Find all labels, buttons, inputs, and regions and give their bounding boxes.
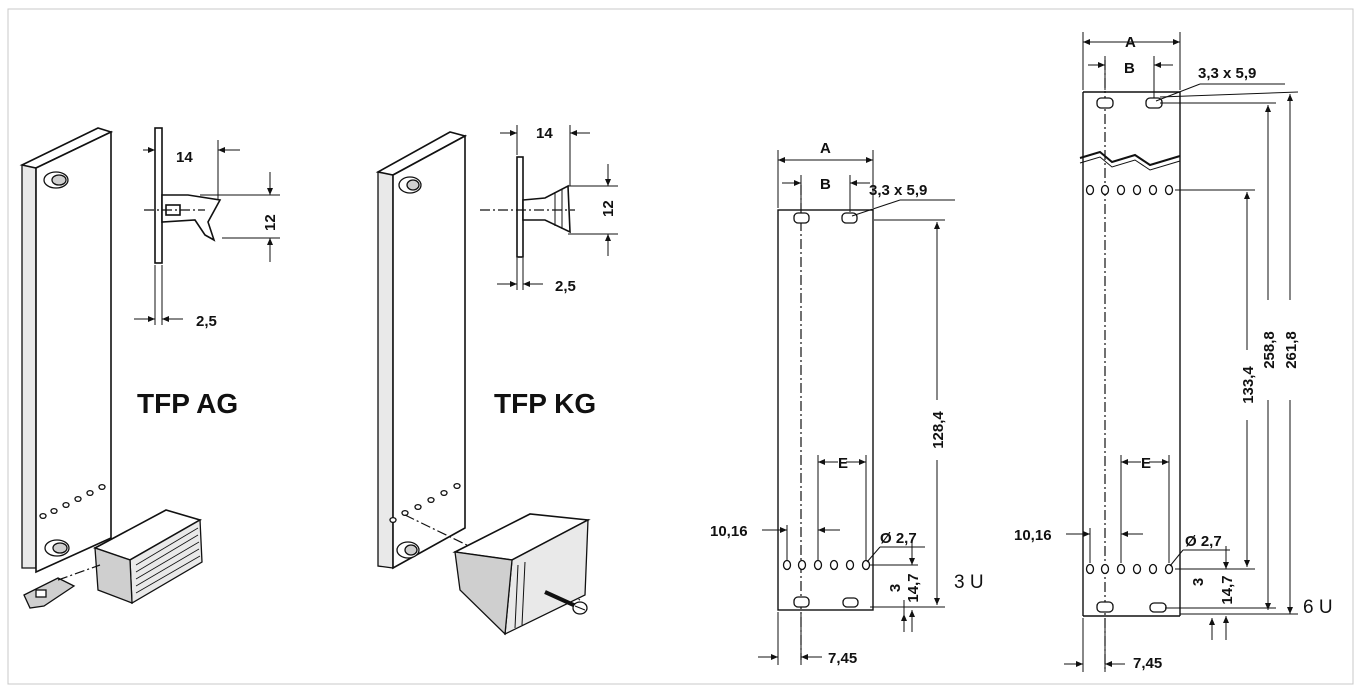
kg-dim-12: 12	[600, 200, 617, 217]
ag-assembly-line	[57, 564, 101, 581]
ag-dim-2-5: 2,5	[196, 313, 217, 330]
tfp-kg-profile	[480, 125, 618, 290]
u3-dim-14-7: 14,7	[905, 573, 922, 602]
panel-6u-front-view	[1064, 32, 1299, 672]
tfp-kg-label: TFP KG	[494, 388, 596, 419]
u3-slot-size: 3,3 x 5,9	[869, 182, 927, 199]
u6-dim-dia-2-7: Ø 2,7	[1185, 533, 1222, 550]
u6-dim-261-8: 261,8	[1283, 331, 1300, 369]
u3-dim-10-16: 10,16	[710, 523, 748, 540]
ag-handle-ribs	[135, 527, 201, 594]
u6-dim-b: B	[1124, 60, 1135, 77]
u3-dim-dia-2-7: Ø 2,7	[880, 530, 917, 547]
u3-dim-b: B	[820, 176, 831, 193]
panel-3u-front-view	[758, 150, 955, 665]
u3-dim-e: E	[838, 455, 848, 472]
panel-6u-lower-hole-row	[1085, 563, 1174, 575]
ag-handle-side	[94, 547, 133, 604]
panel-3u-hole-row	[782, 559, 871, 571]
kg-dim-14: 14	[536, 125, 553, 142]
tfp-ag-label: TFP AG	[137, 388, 238, 419]
tfp-ag-panel-drawing	[19, 127, 203, 609]
kg-handle-side	[454, 551, 513, 636]
u3-dim-a: A	[820, 140, 831, 157]
tfp-kg-panel-drawing	[375, 131, 591, 636]
ag-profile-plate	[154, 127, 163, 264]
u6-dim-7-45: 7,45	[1133, 655, 1162, 672]
kg-screw-shaft	[544, 590, 579, 609]
u6-dim-14-7: 14,7	[1219, 575, 1236, 604]
panel-6u-upper-hole-row	[1085, 184, 1174, 196]
panel-6u-break-line	[1079, 150, 1181, 167]
ag-panel-side	[21, 161, 37, 569]
ag-bottom-screw-inner	[52, 542, 68, 554]
ag-profile-latch	[161, 194, 222, 242]
ag-top-screw-inner	[51, 174, 67, 186]
drawing-frame	[7, 8, 1354, 685]
ag-dim-14: 14	[176, 149, 193, 166]
u6-dim-10-16: 10,16	[1014, 527, 1052, 544]
u3-dim-3: 3	[887, 584, 904, 592]
kg-dim-2-5: 2,5	[555, 278, 576, 295]
u3-height-label: 3 U	[954, 572, 984, 593]
u6-dim-133-4: 133,4	[1240, 366, 1257, 404]
u6-slot-size: 3,3 x 5,9	[1198, 65, 1256, 82]
u6-dim-e: E	[1141, 455, 1151, 472]
tfp-ag-profile	[134, 127, 280, 325]
ag-clip-part	[23, 577, 76, 609]
u3-dim-128-4: 128,4	[930, 411, 947, 449]
u6-dim-258-8: 258,8	[1261, 331, 1278, 369]
panel-3u-outline	[777, 209, 874, 611]
u6-height-label: 6 U	[1303, 597, 1333, 618]
u3-dim-7-45: 7,45	[828, 650, 857, 667]
ag-panel-face	[35, 130, 112, 574]
u6-dim-3: 3	[1190, 578, 1207, 586]
ag-hole-row	[39, 483, 106, 520]
kg-hole-row	[389, 482, 461, 524]
u6-dim-a: A	[1125, 34, 1136, 51]
ag-dim-12: 12	[262, 214, 279, 231]
